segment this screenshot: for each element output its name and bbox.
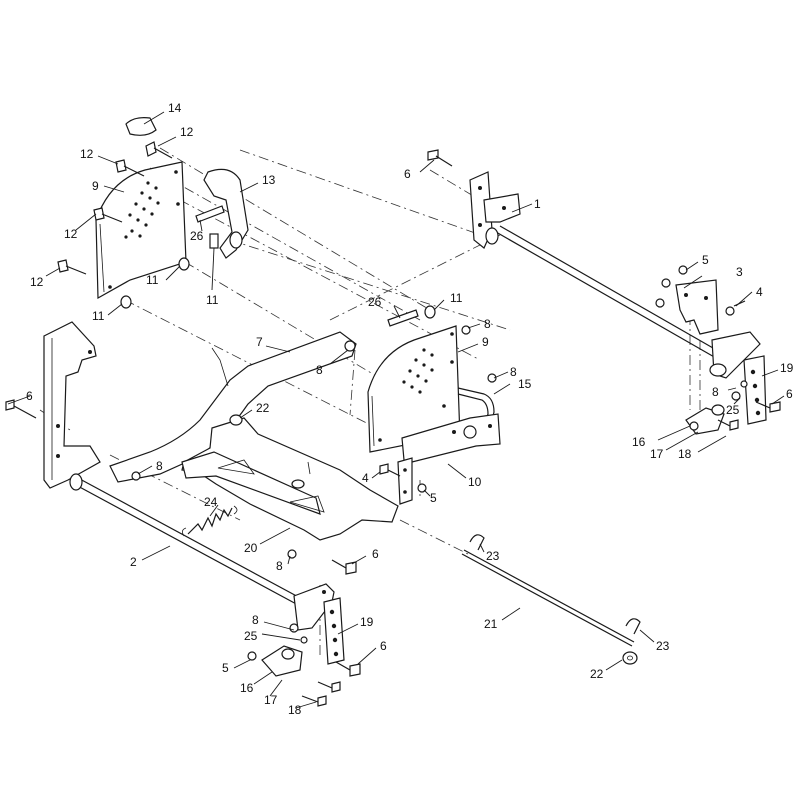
callout-9: 9 <box>482 335 489 349</box>
part-3-bracket <box>675 279 719 335</box>
callout-16: 16 <box>240 681 254 695</box>
callout-25: 25 <box>244 629 258 643</box>
part-10-front-bracket <box>397 413 501 505</box>
callout-18: 18 <box>678 447 692 461</box>
callout-22: 22 <box>590 667 604 681</box>
part-26-pin-middle <box>387 309 419 327</box>
part-16-17-clamp-right <box>685 380 748 435</box>
part-19-chain-plate-left <box>293 583 345 665</box>
callout-6: 6 <box>786 387 793 401</box>
callout-8: 8 <box>510 365 517 379</box>
part-23-clips <box>469 534 641 635</box>
callout-23: 23 <box>486 549 500 563</box>
callout-6: 6 <box>380 639 387 653</box>
callout-22: 22 <box>256 401 270 415</box>
callout-12: 12 <box>180 125 194 139</box>
hardware-lower <box>5 325 497 707</box>
part-9-side-plate-right <box>367 325 461 453</box>
part-20-base-plate <box>181 417 399 541</box>
part-19-chain-plate-right <box>709 331 767 425</box>
callout-5: 5 <box>222 661 229 675</box>
callout-8: 8 <box>156 459 163 473</box>
callout-9: 9 <box>92 179 99 193</box>
callout-26: 26 <box>190 229 204 243</box>
callout-16: 16 <box>632 435 646 449</box>
callout-17: 17 <box>264 693 278 707</box>
callout-5: 5 <box>702 253 709 267</box>
callout-6: 6 <box>404 167 411 181</box>
callout-3: 3 <box>736 265 743 279</box>
callout-5: 5 <box>430 491 437 505</box>
callout-15: 15 <box>518 377 532 391</box>
callout-17: 17 <box>650 447 664 461</box>
callout-7: 7 <box>256 335 263 349</box>
part-24-spring <box>182 505 238 537</box>
callout-1: 1 <box>534 197 541 211</box>
callout-25: 25 <box>726 403 740 417</box>
callout-13: 13 <box>262 173 276 187</box>
callout-11: 11 <box>450 291 463 305</box>
callout-23: 23 <box>656 639 670 653</box>
callout-4: 4 <box>756 285 763 299</box>
part-1-rear-shaft <box>469 171 723 361</box>
callout-19: 19 <box>780 361 794 375</box>
part-21-rod <box>461 549 635 647</box>
callout-12: 12 <box>80 147 94 161</box>
callout-8: 8 <box>276 559 283 573</box>
callout-12: 12 <box>30 275 44 289</box>
callout-4: 4 <box>362 471 369 485</box>
callout-26: 26 <box>368 295 382 309</box>
part-9-side-plate-left <box>95 161 187 300</box>
callout-10: 10 <box>468 475 482 489</box>
part-22-washers <box>229 414 638 665</box>
part-15-handle-rod <box>457 387 495 421</box>
part-16-17-clamp-left <box>247 623 308 677</box>
callout-21: 21 <box>484 617 498 631</box>
callout-6: 6 <box>372 547 379 561</box>
callout-11: 11 <box>92 309 105 323</box>
callout-20: 20 <box>244 541 258 555</box>
hardware-right <box>427 149 781 431</box>
callout-18: 18 <box>288 703 302 717</box>
callout-labels: 1 2 3 4 4 5 5 5 6 6 6 6 6 7 8 8 8 8 8 8 … <box>26 101 794 717</box>
callout-6: 6 <box>26 389 33 403</box>
callout-19: 19 <box>360 615 374 629</box>
callout-12: 12 <box>64 227 78 241</box>
left-lever-arm <box>43 321 101 489</box>
callout-14: 14 <box>168 101 182 115</box>
callout-11: 11 <box>206 293 219 307</box>
callout-8: 8 <box>484 317 491 331</box>
callout-8: 8 <box>712 385 719 399</box>
leader-lines <box>7 111 785 709</box>
hardware-left <box>57 141 436 319</box>
part-13-arm-bracket <box>203 168 249 259</box>
callout-11: 11 <box>146 273 159 287</box>
callout-2: 2 <box>130 555 137 569</box>
callout-24: 24 <box>204 495 218 509</box>
callout-8: 8 <box>252 613 259 627</box>
part-14-grip <box>125 117 157 136</box>
callout-8: 8 <box>316 363 323 377</box>
